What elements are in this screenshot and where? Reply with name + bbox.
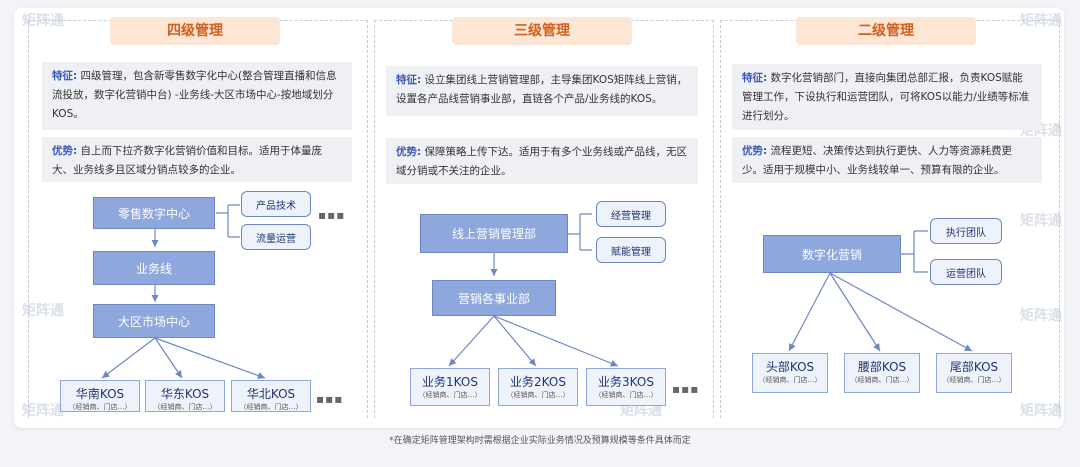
column-title: 四级管理 [110, 17, 280, 45]
kos-name: 业务3KOS [598, 375, 654, 389]
ellipsis: ▪▪▪ [672, 382, 700, 396]
kos-box: 华北KOS （经销商、门店…） [231, 380, 311, 412]
kos-name: 头部KOS [765, 360, 815, 374]
advantage-text: 自上而下拉齐数字化营销价值和目标。适用于体量庞大、业务线多且区域分销点较多的企业… [52, 145, 323, 176]
kos-name: 业务1KOS [422, 375, 478, 389]
kos-sub: （经销商、门店…） [153, 403, 217, 411]
watermark: 矩阵通 [1020, 213, 1062, 229]
advantage-label: 优势: [396, 146, 422, 158]
kos-sub: （经销商、门店…） [758, 376, 822, 384]
kos-box: 头部KOS （经销商、门店…） [752, 353, 828, 393]
kos-box: 尾部KOS （经销商、门店…） [936, 353, 1012, 393]
feature-text: 数字化营销部门，直接向集团总部汇报，负责KOS赋能管理工作，下设执行和运营团队，… [742, 72, 1030, 122]
column-title: 三级管理 [452, 17, 632, 45]
feature-label: 特征: [52, 70, 78, 82]
watermark: 矩阵通 [22, 13, 64, 29]
feature-label: 特征: [396, 74, 422, 86]
side-box: 运营团队 [930, 259, 1002, 285]
kos-name: 华北KOS [246, 387, 296, 401]
kos-sub: （经销商、门店…） [506, 391, 570, 399]
side-box: 流量运营 [241, 224, 311, 250]
feature-panel: 特征: 设立集团线上营销管理部，主导集团KOS矩阵线上营销，设置各产品线营销事业… [386, 66, 698, 116]
advantage-text: 保障策略上传下达。适用于有多个业务线或产品线，无区域分销或不关注的企业。 [396, 146, 688, 177]
org-node: 线上营销管理部 [420, 214, 568, 253]
feature-text: 设立集团线上营销管理部，主导集团KOS矩阵线上营销，设置各产品线营销事业部，直链… [396, 74, 688, 105]
kos-name: 尾部KOS [949, 360, 999, 374]
kos-sub: （经销商、门店…） [68, 403, 132, 411]
kos-sub: （经销商、门店…） [418, 391, 482, 399]
kos-box: 华南KOS （经销商、门店…） [60, 380, 140, 412]
column-title: 二级管理 [796, 17, 976, 45]
kos-box: 业务2KOS （经销商、门店…） [498, 368, 578, 406]
side-box: 执行团队 [930, 218, 1002, 244]
feature-panel: 特征: 数字化营销部门，直接向集团总部汇报，负责KOS赋能管理工作，下设执行和运… [732, 64, 1042, 130]
kos-name: 华南KOS [75, 387, 125, 401]
kos-sub: （经销商、门店…） [850, 376, 914, 384]
watermark: 矩阵通 [1020, 403, 1062, 419]
advantage-label: 优势: [742, 145, 768, 157]
watermark: 矩阵通 [22, 303, 64, 319]
watermark: 矩阵通 [1020, 13, 1062, 29]
kos-box: 腰部KOS （经销商、门店…） [844, 353, 920, 393]
kos-sub: （经销商、门店…） [942, 376, 1006, 384]
kos-name: 业务2KOS [510, 375, 566, 389]
org-node: 零售数字中心 [93, 197, 215, 229]
watermark: 矩阵通 [620, 403, 662, 419]
ellipsis: ▪▪▪ [318, 208, 346, 222]
kos-sub: （经销商、门店…） [239, 403, 303, 411]
kos-name: 腰部KOS [857, 360, 907, 374]
org-node: 数字化营销 [763, 235, 901, 273]
feature-text: 四级管理，包含新零售数字化中心(整合管理直播和信息流投放，数字化营销中台) -业… [52, 70, 337, 120]
kos-sub: （经销商、门店…） [594, 391, 658, 399]
advantage-panel: 优势: 自上而下拉齐数字化营销价值和目标。适用于体量庞大、业务线多且区域分销点较… [42, 137, 352, 182]
side-box: 产品技术 [241, 191, 311, 217]
side-box: 赋能管理 [596, 237, 666, 263]
kos-box: 业务1KOS （经销商、门店…） [410, 368, 490, 406]
kos-name: 华东KOS [160, 387, 210, 401]
advantage-panel: 优势: 流程更短、决策传达到执行更快、人力等资源耗费更少。适用于规模中小、业务线… [732, 137, 1042, 183]
org-node: 营销各事业部 [432, 280, 556, 316]
advantage-panel: 优势: 保障策略上传下达。适用于有多个业务线或产品线，无区域分销或不关注的企业。 [386, 138, 698, 184]
watermark: 矩阵通 [1020, 308, 1062, 324]
kos-box: 华东KOS （经销商、门店…） [145, 380, 225, 412]
org-node: 业务线 [93, 251, 215, 285]
feature-panel: 特征: 四级管理，包含新零售数字化中心(整合管理直播和信息流投放，数字化营销中台… [42, 62, 352, 130]
watermark: 矩阵通 [22, 403, 64, 419]
side-box: 经营管理 [596, 201, 666, 227]
ellipsis: ▪▪▪ [316, 392, 344, 406]
advantage-label: 优势: [52, 145, 78, 157]
feature-label: 特征: [742, 72, 768, 84]
kos-box: 业务3KOS （经销商、门店…） [586, 368, 666, 406]
advantage-text: 流程更短、决策传达到执行更快、人力等资源耗费更少。适用于规模中小、业务线较单一、… [742, 145, 1013, 176]
footnote: *在确定矩阵管理架构时需根据企业实际业务情况及预算规模等条件具体而定 [389, 436, 691, 446]
org-node: 大区市场中心 [93, 304, 215, 338]
